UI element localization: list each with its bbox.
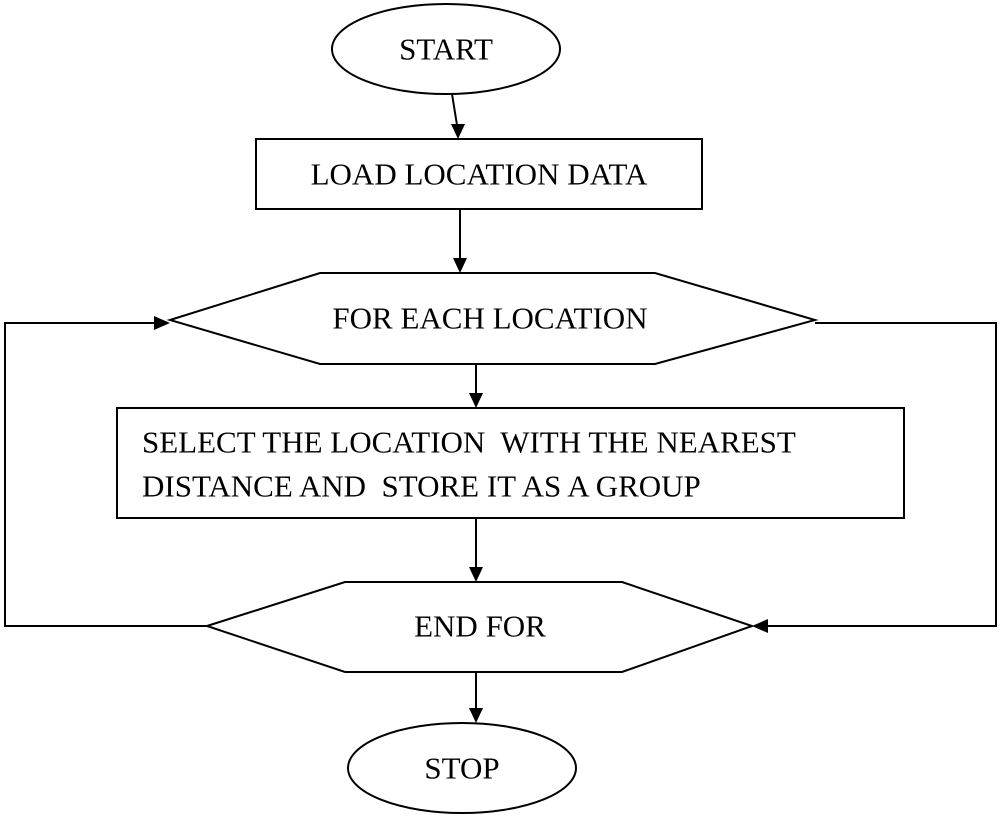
load-label: LOAD LOCATION DATA — [311, 157, 648, 192]
edge-load-to-for-each-arrowhead — [453, 258, 467, 273]
edge-load-to-for-each — [453, 209, 467, 273]
node-stop: STOP — [347, 722, 577, 814]
edge-select-to-end-for-arrowhead — [469, 567, 483, 582]
edge-for-each-to-select-arrowhead — [469, 393, 483, 408]
load-rect — [255, 138, 703, 210]
stop-ellipse — [347, 722, 577, 814]
edge-loop-exit — [752, 322, 997, 633]
edge-loop-back-arrowhead — [154, 316, 170, 330]
select-rect — [116, 407, 905, 519]
for-each-label: FOR EACH LOCATION — [332, 301, 647, 336]
select-label-line-2: DISTANCE AND STORE IT AS A GROUP — [142, 469, 701, 504]
start-label: START — [399, 32, 493, 67]
node-start: START — [331, 3, 561, 95]
for-each-hexagon — [166, 272, 819, 365]
start-ellipse — [331, 3, 561, 95]
node-select-nearest: SELECT THE LOCATION WITH THE NEAREST DIS… — [116, 407, 905, 519]
edge-loop-exit-arrowhead — [752, 619, 768, 633]
node-for-each-location: FOR EACH LOCATION — [166, 272, 819, 365]
end-for-label: END FOR — [414, 609, 546, 644]
stop-label: STOP — [424, 751, 499, 786]
edge-select-to-end-for — [469, 518, 483, 582]
edge-end-for-to-stop-arrowhead — [469, 708, 483, 723]
node-load-location-data: LOAD LOCATION DATA — [255, 138, 703, 210]
node-end-for: END FOR — [203, 581, 756, 673]
edge-loop-back-line — [4, 322, 207, 627]
edge-end-for-to-stop — [469, 672, 483, 723]
edge-loop-back — [4, 316, 207, 627]
edge-for-each-to-select — [469, 364, 483, 408]
edge-start-to-load-line — [451, 93, 458, 126]
select-label-line-1: SELECT THE LOCATION WITH THE NEAREST — [142, 425, 796, 460]
edge-loop-exit-line — [766, 322, 997, 627]
edge-start-to-load — [451, 93, 465, 139]
edge-start-to-load-arrowhead — [451, 124, 465, 139]
